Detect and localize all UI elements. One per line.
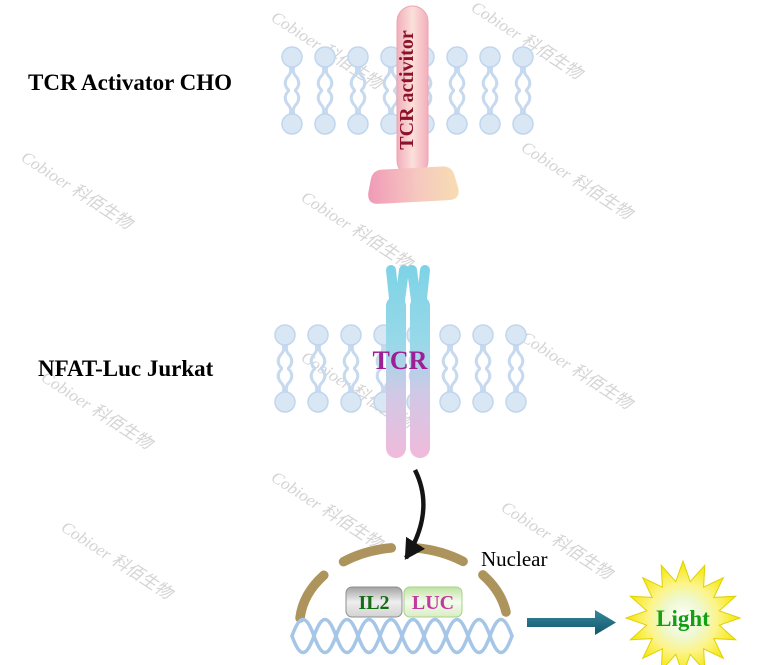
nuclear-label: Nuclear <box>481 547 547 571</box>
nuclear-envelope <box>295 542 511 623</box>
light-label: Light <box>656 606 710 631</box>
luc-gene-box: LUC <box>403 586 463 618</box>
light-burst: Light <box>624 559 742 665</box>
tcr-label: TCR <box>373 346 428 375</box>
tcr-activator: TCR activitor <box>368 5 459 204</box>
starburst-shape <box>624 559 742 665</box>
il2-label: IL2 <box>358 592 389 614</box>
dna-helix <box>290 617 514 655</box>
nucleus: Nuclear IL2 LUC <box>290 542 547 655</box>
tcr-receptor: TCR <box>373 265 430 458</box>
activator-base <box>368 166 459 204</box>
signal-arrow <box>404 468 426 560</box>
luc-label: LUC <box>412 592 454 614</box>
activator-label: TCR activitor <box>396 30 418 150</box>
cho-cell-label: TCR Activator CHO <box>28 70 232 95</box>
jurkat-cell-label: NFAT-Luc Jurkat <box>38 356 214 381</box>
il2-gene-box: IL2 <box>345 586 403 618</box>
light-arrow <box>527 610 616 635</box>
tcr-chain-alpha <box>386 296 406 458</box>
tcr-chain-beta <box>410 296 430 458</box>
